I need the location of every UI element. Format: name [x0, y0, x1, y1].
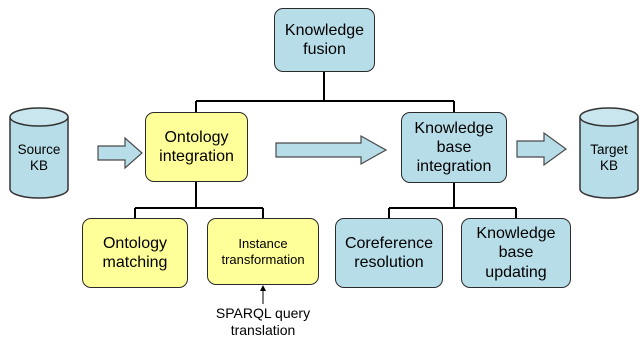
ontology-integration-node: Ontology integration: [145, 112, 248, 182]
coreference-resolution-node: Coreference resolution: [335, 218, 443, 288]
knowledge-fusion-node: Knowledge fusion: [274, 8, 375, 72]
kb-updating-label: Knowledge base updating: [476, 225, 556, 281]
instance-transformation-node: Instance transformation: [207, 218, 319, 285]
instance-transformation-label: Instance transformation: [221, 235, 305, 267]
ontology-matching-label: Ontology matching: [102, 234, 168, 271]
flow-arrow-source-to-ontology: [97, 136, 143, 170]
flow-arrow-ontology-to-kb: [275, 134, 388, 166]
annotation-arrow: [260, 285, 266, 304]
flow-arrow-kb-to-target: [516, 131, 568, 167]
ontology-matching-node: Ontology matching: [82, 218, 188, 288]
knowledge-fusion-label: Knowledge fusion: [284, 21, 365, 58]
target-kb-label: Target KB: [590, 141, 628, 173]
coreference-resolution-label: Coreference resolution: [344, 234, 434, 271]
target-kb-cylinder: [579, 107, 639, 199]
kb-integration-node: Knowledge base integration: [401, 112, 507, 183]
ontology-integration-label: Ontology integration: [159, 128, 234, 165]
hierarchy-connectors: [134, 72, 517, 218]
source-kb-cylinder: [9, 107, 69, 199]
kb-updating-node: Knowledge base updating: [461, 218, 571, 288]
kb-integration-label: Knowledge base integration: [414, 119, 494, 176]
source-kb-label: Source KB: [17, 141, 61, 173]
sparql-annotation: SPARQL query translation: [215, 305, 311, 338]
